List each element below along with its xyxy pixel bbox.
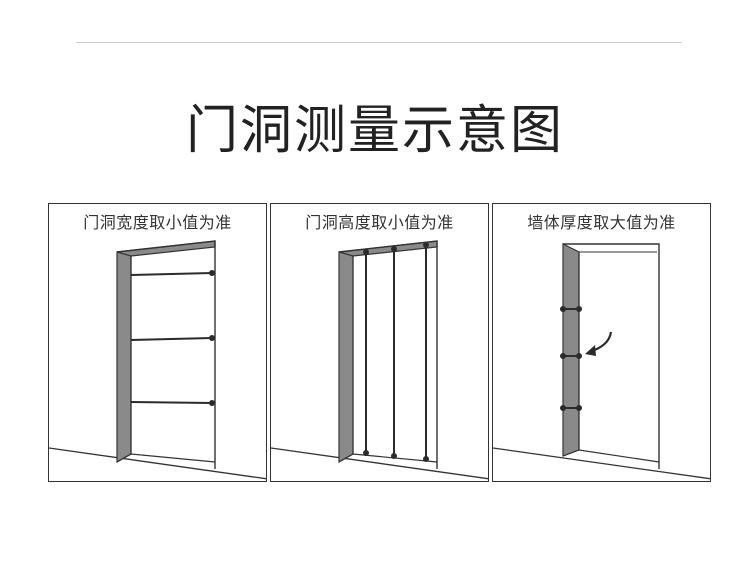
- arrow-head-icon: [585, 345, 596, 356]
- measure-point: [576, 306, 582, 312]
- measure-line-top: [130, 272, 213, 276]
- door-opening-width-diagram: [49, 240, 266, 480]
- threshold: [338, 453, 438, 463]
- measure-point: [560, 405, 566, 411]
- panel-wall-thickness: 墙体厚度取大值为准: [492, 203, 711, 482]
- measure-point: [209, 335, 215, 341]
- wall-side: [562, 243, 580, 457]
- measure-point: [391, 246, 397, 252]
- wall-side: [116, 251, 132, 464]
- measure-point: [363, 249, 369, 255]
- measure-line-bottom: [130, 401, 213, 404]
- door-frame: [338, 240, 438, 469]
- measure-line-middle: [130, 337, 213, 341]
- panel-width-measurement: 门洞宽度取小值为准: [48, 203, 267, 482]
- measure-point: [560, 306, 566, 312]
- page-title: 门洞测量示意图: [185, 101, 564, 161]
- measure-point: [576, 405, 582, 411]
- top-divider: [76, 42, 682, 43]
- panel-caption-thickness: 墙体厚度取大值为准: [527, 213, 676, 232]
- measure-point: [423, 456, 429, 462]
- threshold: [116, 453, 216, 463]
- measure-point: [560, 353, 566, 359]
- floor-line: [49, 447, 266, 480]
- measure-point: [209, 400, 215, 406]
- panel-caption-width: 门洞宽度取小值为准: [83, 213, 232, 232]
- floor-line: [493, 447, 710, 480]
- measure-point: [391, 453, 397, 459]
- floor-line: [271, 447, 488, 480]
- measure-point: [209, 270, 215, 276]
- door-frame: [116, 240, 216, 469]
- measure-point: [423, 242, 429, 248]
- measure-point: [576, 353, 582, 359]
- wall-side: [338, 251, 354, 464]
- wall-thickness-diagram: [493, 243, 710, 480]
- measure-point: [363, 450, 369, 456]
- panel-height-measurement: 门洞高度取小值为准: [270, 203, 489, 482]
- door-opening-height-diagram: [271, 240, 488, 480]
- panel-caption-height: 门洞高度取小值为准: [305, 213, 454, 232]
- door-frame: [563, 243, 660, 469]
- threshold: [562, 449, 660, 463]
